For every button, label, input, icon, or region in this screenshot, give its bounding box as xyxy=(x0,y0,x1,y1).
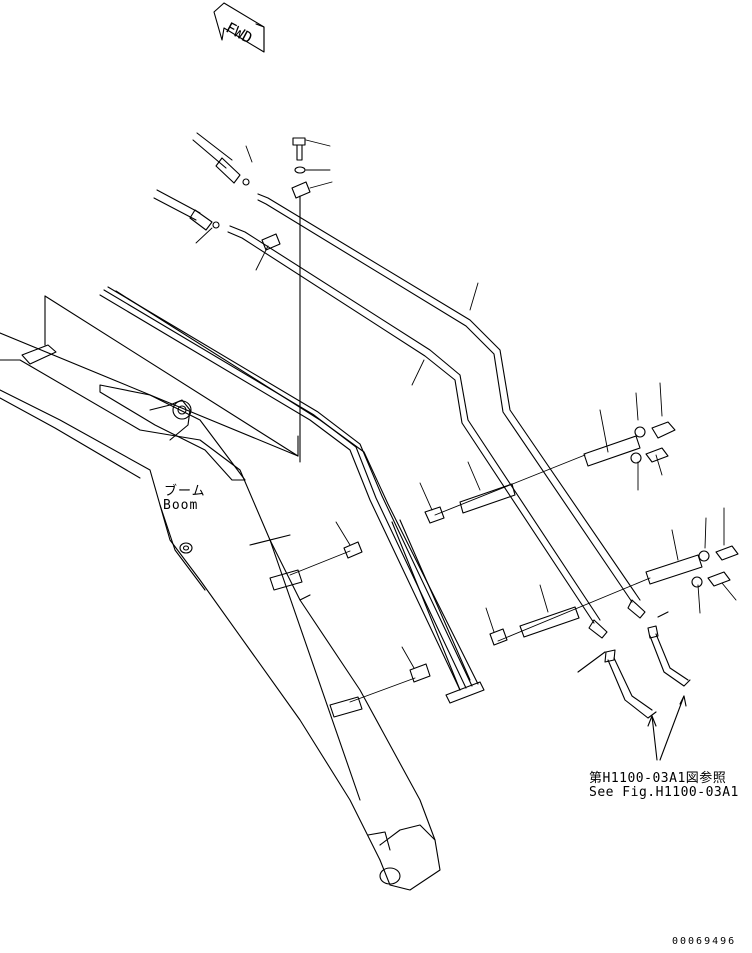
boom-top-pin xyxy=(172,400,192,420)
reference-arrows xyxy=(647,695,687,761)
hose-bundle xyxy=(99,286,485,704)
reference-note-japanese: 第H1100-03A1図参照 xyxy=(589,771,727,786)
clamps xyxy=(343,435,703,683)
boom-body xyxy=(0,344,441,891)
hose-fittings xyxy=(153,132,250,231)
hose-ends-bottom xyxy=(577,611,691,719)
boom-foot-pin xyxy=(379,867,401,885)
leader-lines xyxy=(195,139,737,703)
tube-assembly xyxy=(227,193,646,639)
bolt-stack-top xyxy=(261,137,311,251)
reference-note-english: See Fig.H1100-03A1 xyxy=(589,785,739,800)
fwd-label: FWD xyxy=(223,19,255,48)
boom-label-english: Boom xyxy=(163,498,199,513)
boom-label-japanese: ブーム xyxy=(164,484,206,499)
drawing-number: 00069496 xyxy=(672,936,737,947)
bolts-right xyxy=(630,421,739,588)
fwd-arrow-icon: FWD xyxy=(213,2,265,53)
